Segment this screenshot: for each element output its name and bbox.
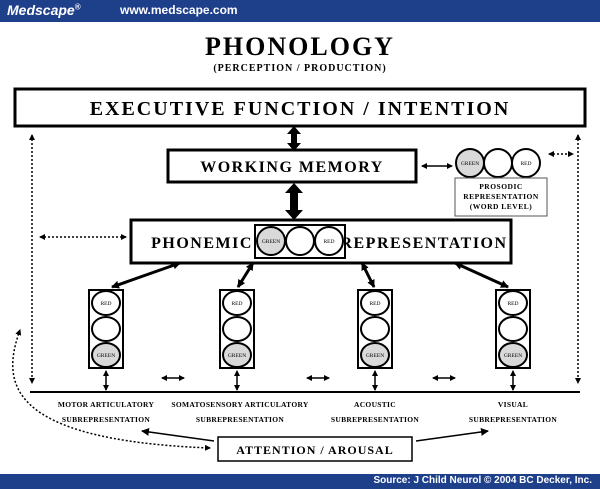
somatosensory-red-text: RED	[232, 301, 243, 307]
somatosensory-subrep-line2: SUBREPRESENTATION	[196, 415, 284, 424]
acoustic-middle-circle	[360, 316, 390, 342]
motor-subrep-line1: MOTOR ARTICULATORY	[58, 400, 155, 409]
diagram-subtitle: (PERCEPTION / PRODUCTION)	[213, 63, 386, 74]
phonemic-acoustic-arrow	[360, 262, 376, 288]
somatosensory-circle-column: RED GREEN	[219, 289, 255, 369]
wm-phonemic-arrowhead-down	[285, 210, 303, 220]
attention-arousal-label: ATTENTION / AROUSAL	[236, 443, 393, 457]
prosodic-line2: REPRESENTATION	[463, 192, 539, 201]
working-memory-label: WORKING MEMORY	[200, 159, 384, 176]
working-memory-box	[166, 148, 418, 184]
attention-arousal-box	[217, 436, 413, 462]
source-citation: Source: J Child Neurol © 2004 BC Decker,…	[373, 475, 592, 486]
representation-label: REPRESENTATION	[340, 235, 507, 252]
visual-circle-column: RED GREEN	[495, 289, 531, 369]
phonemic-visual-arrow	[454, 261, 509, 289]
attention-left-arrow	[141, 428, 215, 442]
somatosensory-middle-circle	[222, 316, 252, 342]
acoustic-red-circle	[360, 290, 390, 316]
visual-subrep-line2: SUBREPRESENTATION	[469, 415, 557, 424]
phonemic-red-text: RED	[324, 239, 335, 245]
motor-green-text: GREEN	[97, 353, 115, 359]
phonemic-middle-circle	[285, 226, 315, 256]
phonemic-label: PHONEMIC	[151, 235, 253, 252]
visual-green-circle	[498, 342, 528, 368]
attention-right-arrow	[415, 428, 489, 442]
phonemic-green-text: GREEN	[262, 239, 280, 245]
somatosensory-red-circle	[222, 290, 252, 316]
visual-red-circle	[498, 290, 528, 316]
visual-middle-circle	[498, 316, 528, 342]
motor-red-text: RED	[101, 301, 112, 307]
prosodic-line1: PROSODIC	[479, 182, 523, 191]
medscape-header: Medscape® www.medscape.com	[0, 0, 600, 22]
acoustic-circle-column: RED GREEN	[357, 289, 393, 369]
prosodic-green-text: GREEN	[461, 161, 479, 167]
somatosensory-subrep-line1: SOMATOSENSORY ARTICULATORY	[171, 400, 309, 409]
medscape-logo[interactable]: Medscape®	[7, 2, 81, 18]
prosodic-middle-circle	[483, 148, 513, 178]
visual-green-text: GREEN	[504, 353, 522, 359]
acoustic-green-text: GREEN	[366, 353, 384, 359]
acoustic-red-text: RED	[370, 301, 381, 307]
exec-wm-arrowhead-down	[287, 143, 301, 151]
medscape-footer: Source: J Child Neurol © 2004 BC Decker,…	[0, 474, 600, 489]
prosodic-line3: (WORD LEVEL)	[470, 202, 532, 211]
phonemic-motor-arrow	[111, 261, 181, 289]
motor-red-circle	[91, 290, 121, 316]
prosodic-red-text: RED	[521, 161, 532, 167]
executive-function-label: EXECUTIVE FUNCTION / INTENTION	[90, 98, 511, 120]
motor-green-circle	[91, 342, 121, 368]
acoustic-green-circle	[360, 342, 390, 368]
prosodic-red-circle	[511, 148, 541, 178]
motor-circle-column: RED GREEN	[88, 289, 124, 369]
prosodic-label-box	[454, 177, 548, 217]
curved-attention-dotted-arrow	[12, 329, 211, 451]
diagram-title: PHONOLOGY	[205, 32, 395, 61]
phonemic-somatosensory-arrow	[236, 262, 255, 288]
exec-wm-arrowhead-up	[287, 126, 301, 134]
phonemic-red-circle	[314, 226, 344, 256]
acoustic-subrep-line1: ACOUSTIC	[354, 400, 396, 409]
acoustic-subrep-line2: SUBREPRESENTATION	[331, 415, 419, 424]
somatosensory-green-circle	[222, 342, 252, 368]
wm-phonemic-arrowhead-up	[285, 183, 303, 193]
visual-red-text: RED	[508, 301, 519, 307]
visual-subrep-line1: VISUAL	[498, 400, 528, 409]
somatosensory-green-text: GREEN	[228, 353, 246, 359]
site-url-link[interactable]: www.medscape.com	[120, 3, 238, 17]
executive-function-box	[13, 87, 587, 128]
motor-middle-circle	[91, 316, 121, 342]
motor-subrep-line2: SUBREPRESENTATION	[62, 415, 150, 424]
